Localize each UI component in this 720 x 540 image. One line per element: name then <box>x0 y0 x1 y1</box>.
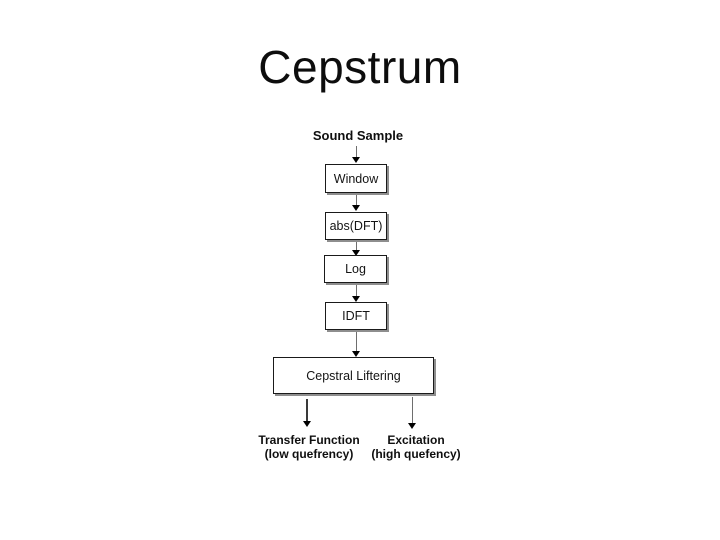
arrow-head-icon <box>352 296 360 302</box>
arrow-line <box>355 332 357 351</box>
node-label: Window <box>333 171 379 186</box>
connector-arrow-down-icon <box>408 397 416 429</box>
arrow-head-icon <box>352 250 360 256</box>
node-log: Log <box>324 255 387 283</box>
page-title: Cepstrum <box>258 41 462 93</box>
output-label: Transfer Function <box>258 433 360 447</box>
node-label: abs(DFT) <box>329 219 383 233</box>
node-label: Log <box>345 262 366 276</box>
node-abs-dft: abs(DFT) <box>325 212 387 240</box>
arrow-head-icon <box>352 351 360 357</box>
arrow-head-icon <box>408 423 416 429</box>
node-cepstral-liftering: Cepstral Liftering <box>273 357 434 394</box>
connector-arrow-down-icon <box>352 242 360 256</box>
connector-arrow-down-icon <box>352 285 360 302</box>
arrow-line <box>306 399 308 421</box>
arrow-line <box>355 242 357 250</box>
output-sublabel: (high quefency) <box>371 447 461 461</box>
connector-arrow-down-icon <box>352 195 360 211</box>
connector-arrow-down-icon <box>303 399 311 427</box>
arrow-line <box>355 195 357 205</box>
connector-arrow-down-icon <box>352 332 360 357</box>
arrow-head-icon <box>303 421 311 427</box>
node-label: IDFT <box>342 309 370 323</box>
node-window: Window <box>325 164 387 193</box>
node-label: Cepstral Liftering <box>306 368 401 383</box>
output-sublabel: (low quefrency) <box>264 447 354 461</box>
arrow-line <box>355 285 357 296</box>
node-idft: IDFT <box>325 302 387 330</box>
source-label: Sound Sample <box>312 128 404 143</box>
output-transfer-function: Transfer Function (low quefrency) <box>238 433 380 461</box>
connector-arrow-down-icon <box>352 146 360 163</box>
output-excitation: Excitation (high quefency) <box>345 433 487 461</box>
arrow-head-icon <box>352 157 360 163</box>
arrow-line <box>355 146 357 157</box>
output-label: Excitation <box>387 433 445 447</box>
arrow-head-icon <box>352 205 360 211</box>
arrow-line <box>411 397 413 423</box>
